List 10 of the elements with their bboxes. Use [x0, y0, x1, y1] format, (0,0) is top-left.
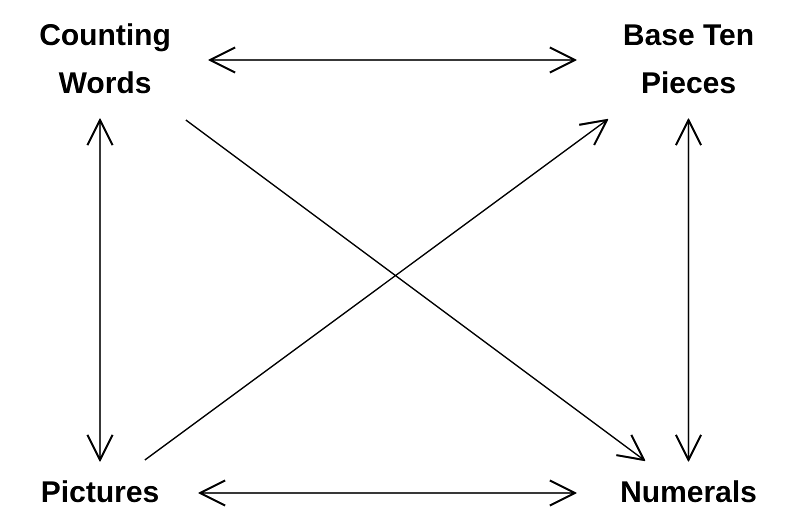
- arrow: [86, 118, 114, 462]
- node-label: Pictures: [40, 475, 160, 511]
- arrow: [185, 119, 646, 462]
- node-label: Base Ten Pieces: [622, 18, 756, 102]
- arrow: [208, 46, 576, 74]
- arrow: [198, 479, 576, 507]
- arrow: [674, 118, 702, 462]
- arrow: [144, 118, 608, 461]
- node-label: Counting Words: [38, 18, 172, 102]
- node-label: Numerals: [620, 475, 757, 511]
